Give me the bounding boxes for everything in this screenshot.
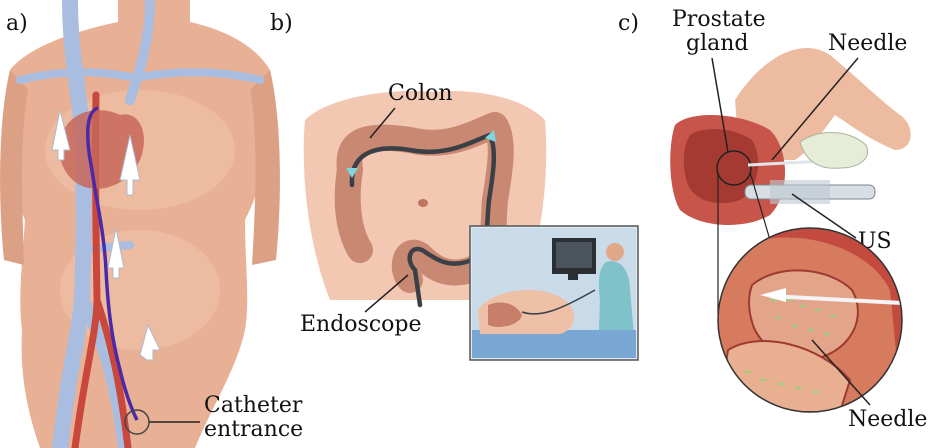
catheter-label-line2: entrance — [204, 417, 303, 442]
endoscopy-inset — [470, 226, 638, 360]
panel-b-label: b) — [270, 11, 293, 36]
navel — [418, 199, 428, 207]
bed — [472, 330, 636, 358]
prostate-label-line1: Prostate — [672, 7, 766, 32]
panel-a: a) — [0, 0, 303, 448]
prostate-label-line2: gland — [686, 31, 749, 56]
needle-label-bottom: Needle — [848, 407, 927, 432]
panel-c: c) Prostate gland Needle US — [618, 7, 927, 432]
needle-label-top: Needle — [828, 31, 907, 56]
panel-a-label: a) — [6, 11, 28, 36]
panel-b: b) Colon Endoscope — [270, 11, 638, 360]
catheter-label-line1: Catheter — [204, 393, 303, 418]
magnified-view — [718, 228, 902, 412]
endoscope-label: Endoscope — [300, 312, 422, 337]
panel-c-label: c) — [618, 11, 639, 36]
colon-label: Colon — [388, 81, 453, 106]
